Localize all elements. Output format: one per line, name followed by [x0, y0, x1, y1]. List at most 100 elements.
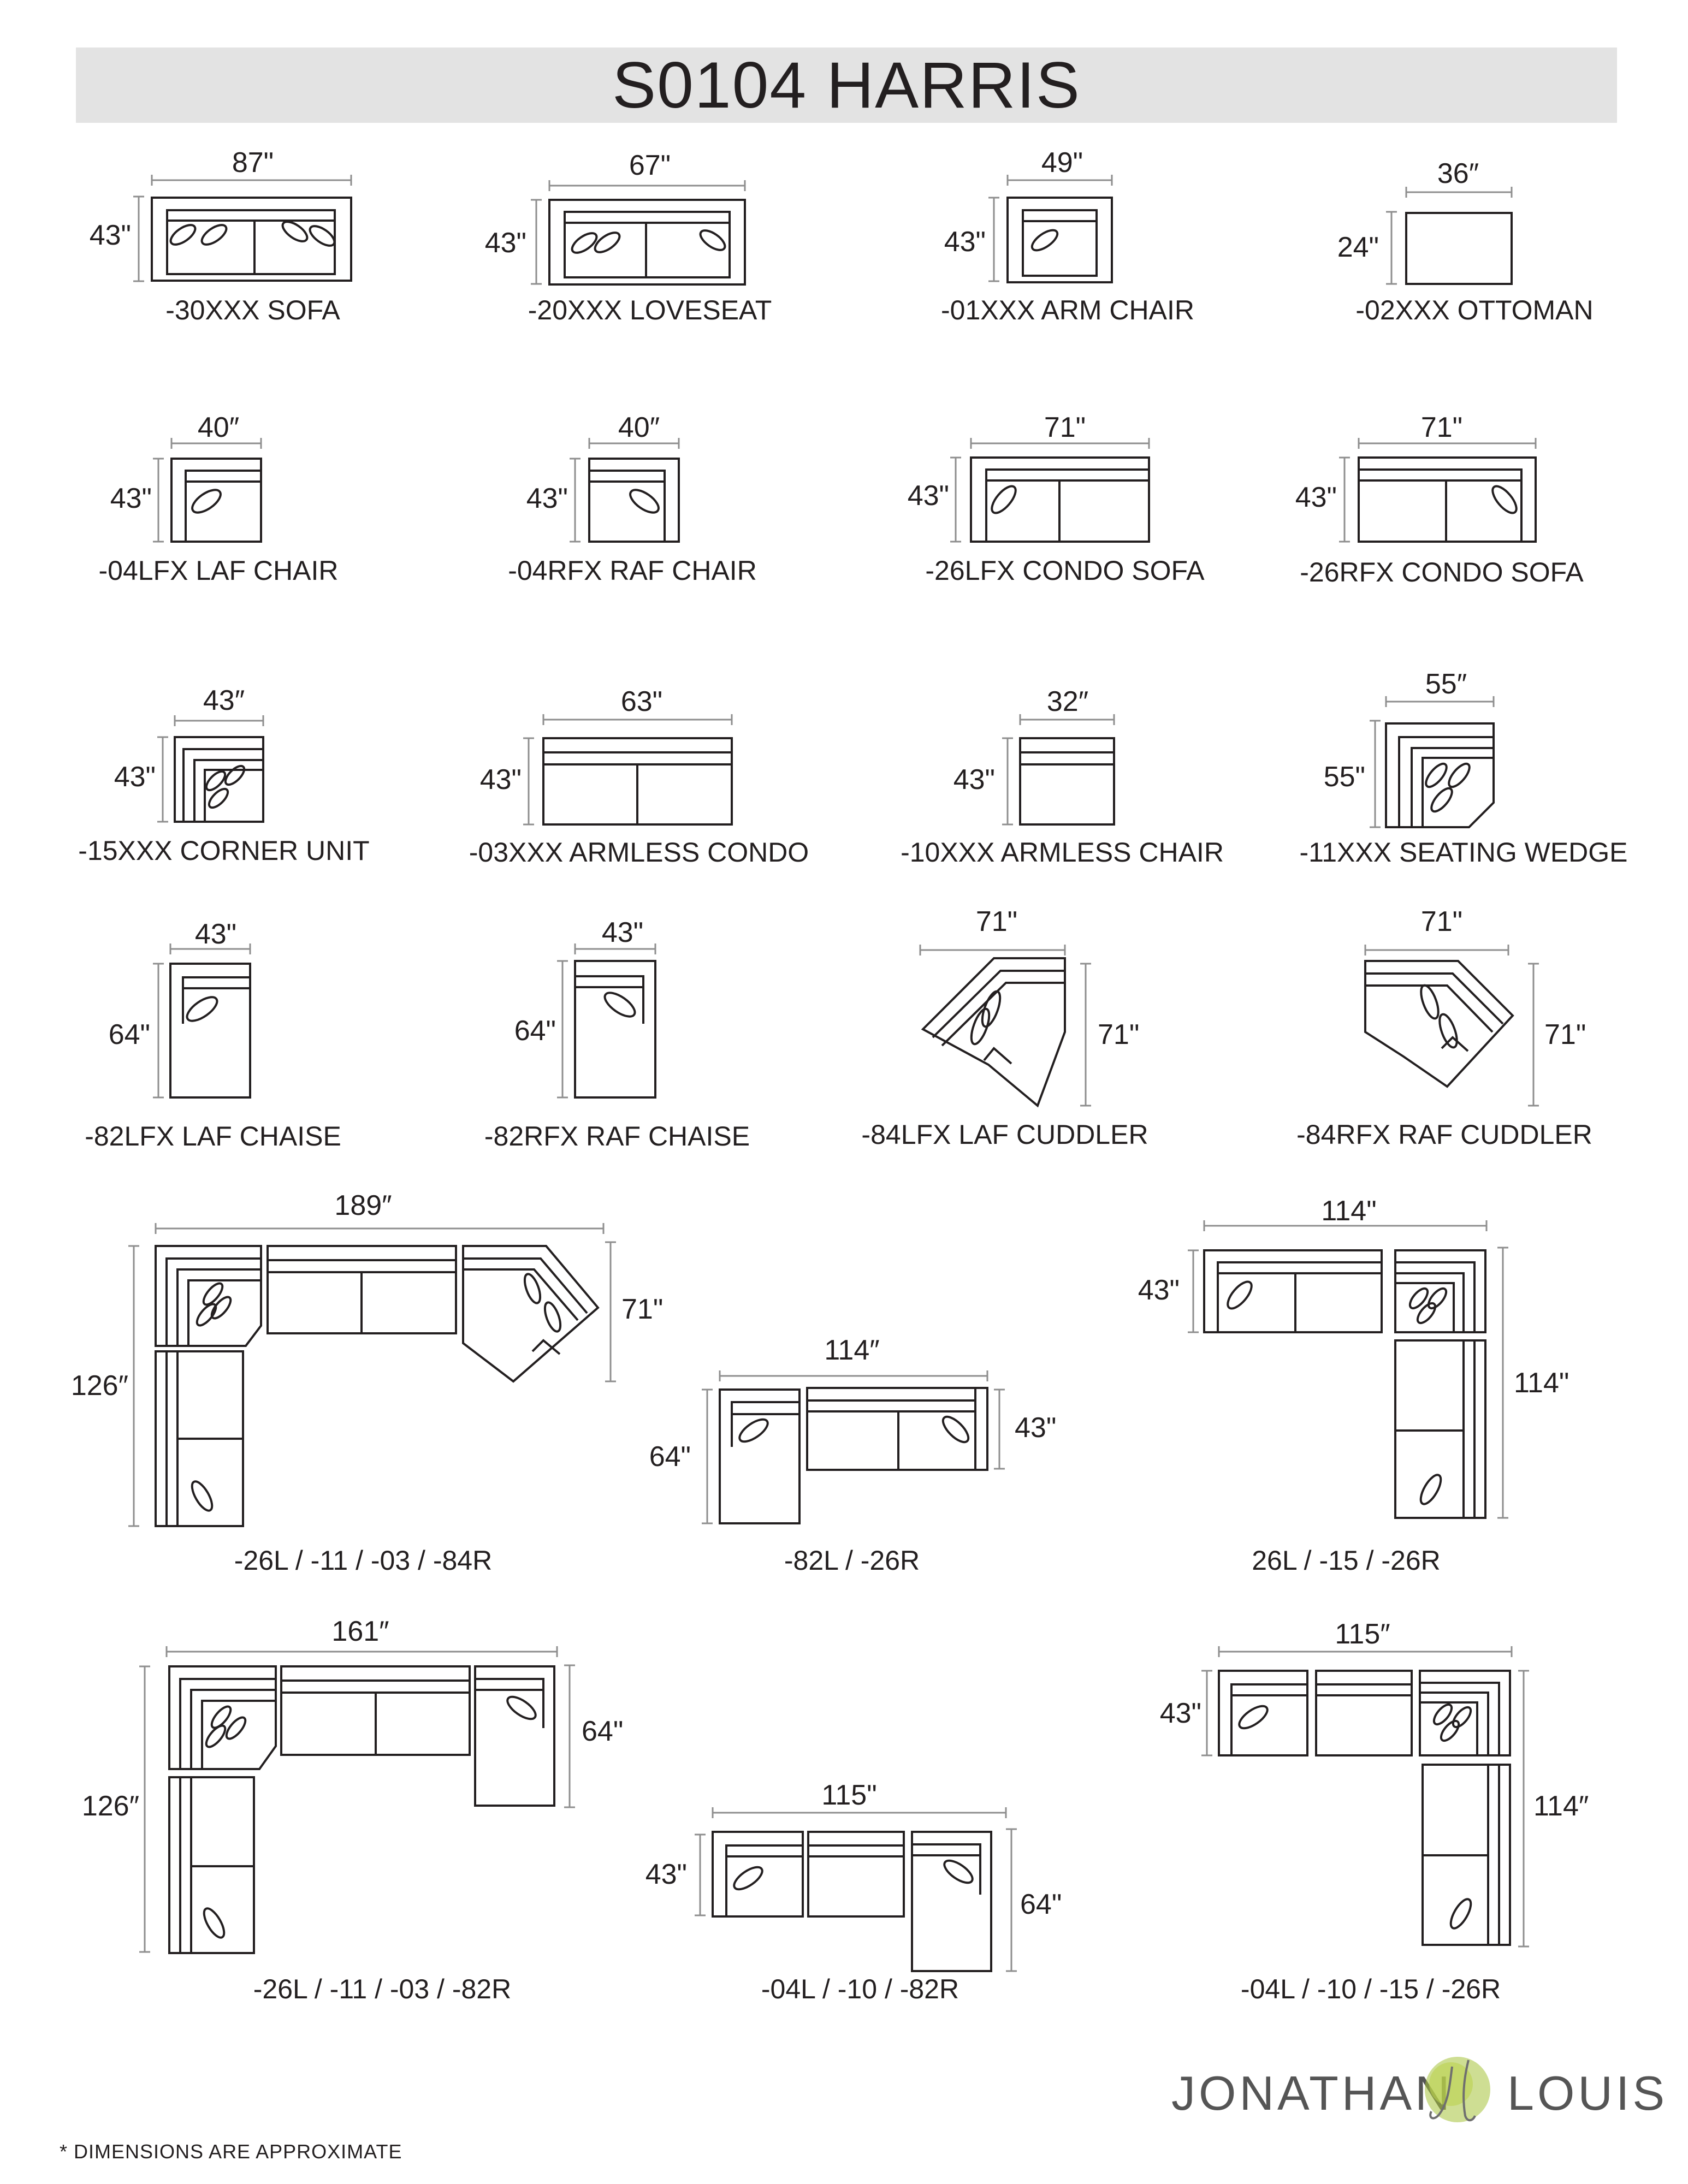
sect-4-label: -26L / -11 / -03 / -82R [253, 1974, 511, 2004]
raf-chair-label: -04RFX RAF CHAIR [508, 555, 757, 586]
sect-5-right-depth: 64" [1020, 1889, 1062, 1920]
arm-chair-depth: 43" [944, 226, 986, 258]
piece-raf-chair: 40″ 43" -04RFX RAF CHAIR [508, 412, 757, 586]
piece-seating-wedge: 55″ 55" -11XXX SEATING WEDGE [1299, 668, 1627, 868]
brand-logo: JONATHAN LOUIS [1171, 2050, 1665, 2127]
page-title: S0104 HARRIS [612, 49, 1081, 122]
raf-chair-depth: 43" [526, 483, 568, 514]
sect-1-label: -26L / -11 / -03 / -84R [234, 1545, 492, 1576]
arm-chair-label: -01XXX ARM CHAIR [941, 295, 1194, 325]
sofa-width: 87" [232, 147, 274, 179]
condo-sofa-r-label: -26RFX CONDO SOFA [1300, 557, 1584, 587]
sectional-2: 114″ 64" 43" -82L / -26R [649, 1334, 1057, 1576]
sect-6-right-depth: 114″ [1533, 1790, 1589, 1822]
piece-ottoman: 36″ 24" -02XXX OTTOMAN [1337, 158, 1594, 325]
laf-cuddler-width: 71" [976, 906, 1017, 937]
corner-unit-width: 43″ [203, 685, 245, 716]
seating-wedge-depth: 55" [1324, 761, 1365, 793]
sect-4-width: 161″ [331, 1616, 389, 1647]
raf-cuddler-width: 71" [1421, 906, 1462, 937]
corner-unit-label: -15XXX CORNER UNIT [78, 835, 369, 866]
sect-1-width: 189″ [334, 1190, 392, 1221]
laf-cuddler-label: -84LFX LAF CUDDLER [861, 1119, 1148, 1150]
armless-chair-label: -10XXX ARMLESS CHAIR [901, 837, 1224, 868]
laf-chaise-depth: 64" [109, 1019, 150, 1051]
piece-armless-condo: 63" 43" -03XXX ARMLESS CONDO [469, 686, 809, 868]
title-bar: S0104 HARRIS [76, 48, 1617, 123]
armless-condo-depth: 43" [480, 764, 522, 796]
sect-4-depth: 126″ [82, 1790, 139, 1822]
laf-cuddler-depth: 71" [1098, 1019, 1139, 1051]
piece-armless-chair: 32″ 43" -10XXX ARMLESS CHAIR [901, 686, 1224, 868]
sectional-1: 189″ 126″ 71" -26L / -11 / -03 / -84R [71, 1190, 663, 1576]
sect-6-width: 115″ [1335, 1618, 1390, 1650]
armless-chair-depth: 43" [953, 764, 995, 796]
seating-wedge-width: 55″ [1425, 668, 1467, 700]
sofa-label: -30XXX SOFA [165, 295, 340, 325]
sect-5-width: 115" [821, 1779, 876, 1811]
condo-sofa-l-depth: 43" [908, 480, 949, 512]
sectional-3: 114" 43" 114" 26L / -15 / -26R [1138, 1195, 1569, 1576]
raf-chair-width: 40″ [618, 412, 660, 443]
sectional-5: 115" 43" 64" -04L / -10 / -82R [645, 1779, 1062, 2004]
logo-text-right: LOUIS [1507, 2066, 1668, 2120]
sectional-6: 115″ 43" 114″ -04L / -10 / -15 / -26R [1160, 1618, 1589, 2004]
laf-chaise-label: -82LFX LAF CHAISE [85, 1121, 341, 1152]
sect-6-label: -04L / -10 / -15 / -26R [1241, 1974, 1501, 2004]
sect-2-label: -82L / -26R [784, 1545, 920, 1576]
sect-3-label: 26L / -15 / -26R [1252, 1545, 1441, 1576]
seating-wedge-label: -11XXX SEATING WEDGE [1299, 837, 1627, 868]
piece-condo-sofa-r: 71" 43" -26RFX CONDO SOFA [1295, 412, 1584, 587]
piece-sofa: 87" 43" -30XXX SOFA [90, 147, 352, 325]
raf-chaise-label: -82RFX RAF CHAISE [484, 1121, 750, 1152]
ottoman-label: -02XXX OTTOMAN [1355, 295, 1593, 325]
armless-condo-label: -03XXX ARMLESS CONDO [469, 837, 809, 868]
piece-raf-cuddler: 71" 71" -84RFX RAF CUDDLER [1296, 906, 1592, 1150]
ottoman-width: 36″ [1437, 158, 1479, 189]
footnote: * DIMENSIONS ARE APPROXIMATE [60, 2140, 402, 2163]
logo-monogram-icon [1425, 2057, 1490, 2122]
condo-sofa-r-depth: 43" [1295, 482, 1337, 513]
loveseat-label: -20XXX LOVESEAT [528, 295, 772, 325]
sect-6-left-depth: 43" [1160, 1698, 1201, 1729]
loveseat-depth: 43" [485, 227, 526, 259]
sect-4-right-depth: 64" [582, 1716, 623, 1747]
raf-chaise-depth: 64" [514, 1015, 556, 1047]
sect-2-left-depth: 64" [649, 1441, 691, 1473]
piece-laf-chair: 40″ 43" -04LFX LAF CHAIR [98, 412, 338, 586]
sect-5-left-depth: 43" [645, 1859, 687, 1890]
sofa-depth: 43" [90, 219, 131, 251]
piece-condo-sofa-l: 71" 43" -26LFX CONDO SOFA [908, 412, 1205, 586]
piece-corner-unit: 43″ 43" -15XXX CORNER UNIT [78, 685, 369, 866]
raf-chaise-width: 43" [602, 917, 643, 948]
logo-text-left: JONATHAN [1171, 2066, 1453, 2120]
loveseat-width: 67" [629, 150, 671, 181]
sect-5-label: -04L / -10 / -82R [761, 1974, 959, 2004]
raf-cuddler-label: -84RFX RAF CUDDLER [1296, 1119, 1592, 1150]
ottoman-depth: 24" [1337, 232, 1379, 263]
piece-laf-cuddler: 71" 71" -84LFX LAF CUDDLER [861, 906, 1148, 1150]
condo-sofa-l-width: 71" [1044, 412, 1086, 443]
laf-chair-depth: 43" [110, 483, 152, 514]
condo-sofa-r-width: 71" [1421, 412, 1462, 443]
raf-cuddler-depth: 71" [1544, 1019, 1586, 1051]
piece-laf-chaise: 43" 64" -82LFX LAF CHAISE [85, 918, 341, 1152]
armless-chair-width: 32″ [1047, 686, 1088, 717]
sect-1-right-depth: 71" [621, 1293, 663, 1325]
sect-2-width: 114″ [824, 1334, 879, 1366]
piece-arm-chair: 49" 43" -01XXX ARM CHAIR [941, 147, 1194, 325]
sectional-4: 161″ 126″ 64" -26L / -11 / -03 / -82R [82, 1616, 623, 2004]
laf-chair-label: -04LFX LAF CHAIR [98, 555, 338, 586]
condo-sofa-l-label: -26LFX CONDO SOFA [925, 555, 1205, 586]
piece-loveseat: 67" 43" -20XXX LOVESEAT [485, 150, 772, 325]
piece-raf-chaise: 43" 64" -82RFX RAF CHAISE [484, 917, 750, 1152]
armless-condo-width: 63" [621, 686, 662, 717]
corner-unit-depth: 43" [114, 761, 156, 793]
sect-3-width: 114" [1321, 1195, 1376, 1227]
laf-chair-width: 40″ [198, 412, 239, 443]
arm-chair-width: 49" [1041, 147, 1083, 179]
sect-2-right-depth: 43" [1015, 1412, 1056, 1444]
sect-1-depth: 126″ [71, 1370, 128, 1402]
sect-3-right-depth: 114" [1514, 1367, 1569, 1399]
